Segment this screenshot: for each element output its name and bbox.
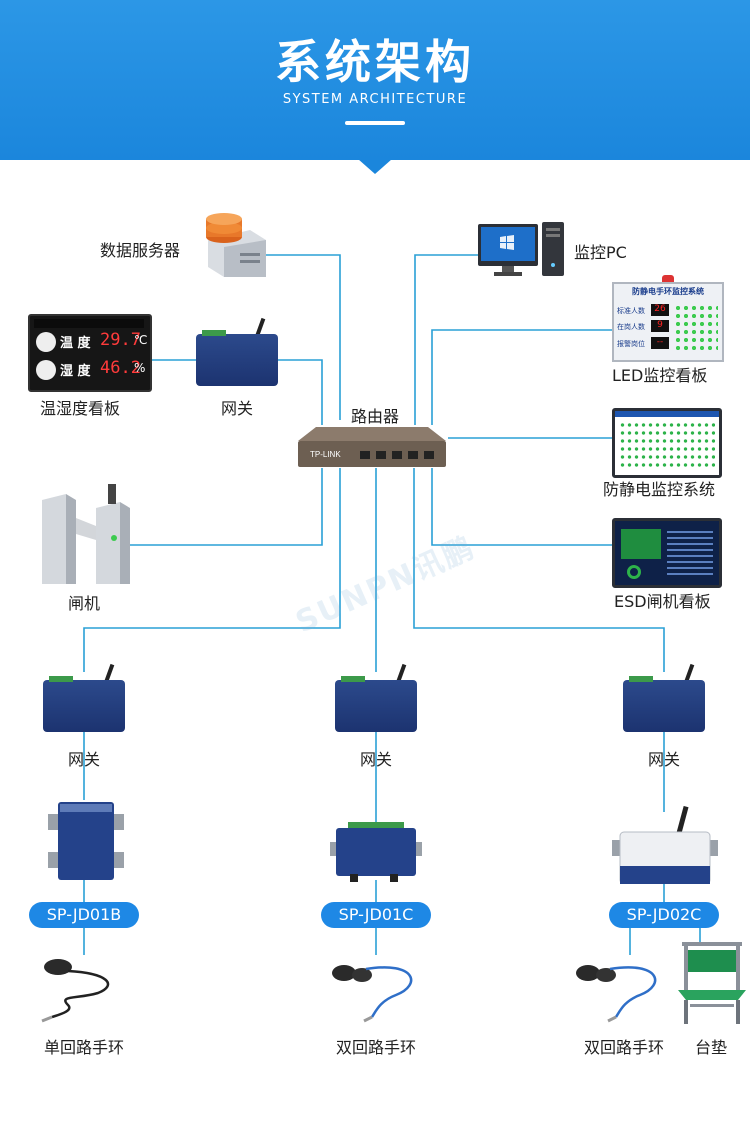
wire-gateway-top bbox=[278, 359, 323, 425]
terminal-2c-device bbox=[612, 806, 718, 884]
led-row1-value: 26 bbox=[651, 304, 669, 316]
label-monitor-pc: 监控PC bbox=[574, 243, 627, 262]
model-pill-sp-jd02c: SP-JD02C bbox=[609, 902, 719, 928]
led-row2-label: 在岗人数 bbox=[617, 323, 645, 331]
led-indicator-grid bbox=[674, 304, 718, 352]
humidity-row1-label: 温 度 bbox=[60, 336, 91, 351]
label-gateway-top: 网关 bbox=[220, 399, 254, 418]
wire-esd-gate bbox=[431, 468, 612, 546]
led-row3-label: 报警岗位 bbox=[617, 340, 645, 348]
page-title: 系统架构 bbox=[275, 35, 475, 89]
label-led-board: LED监控看板 bbox=[612, 366, 708, 385]
label-turnstile: 闸机 bbox=[67, 594, 101, 613]
label-esd-system: 防静电监控系统 bbox=[603, 480, 716, 499]
router-device: TP-LINK bbox=[298, 427, 446, 467]
label-gateway-mid: 网关 bbox=[359, 750, 393, 769]
humidity-hum-value: 46.2 bbox=[100, 358, 141, 378]
data-server-icon bbox=[206, 213, 266, 277]
monitor-pc-icon bbox=[478, 222, 564, 276]
led-row3-value: -- bbox=[651, 337, 669, 349]
humidity-board: 温 度 29.7 ℃ 湿 度 46.2 % bbox=[28, 314, 152, 392]
humidity-row2-label: 湿 度 bbox=[60, 364, 91, 379]
wire-data-server bbox=[262, 254, 341, 420]
header-banner bbox=[0, 0, 750, 160]
humidity-hum-unit: % bbox=[134, 361, 146, 375]
terminal-c-device bbox=[330, 822, 422, 882]
label-dual-strap-right: 双回路手环 bbox=[583, 1038, 665, 1057]
title-underline bbox=[345, 121, 405, 125]
label-router: 路由器 bbox=[350, 407, 400, 426]
esd-system-screen bbox=[612, 408, 722, 478]
led-row1-label: 标准人数 bbox=[617, 307, 645, 315]
gateway-mid-device bbox=[335, 663, 417, 734]
label-humidity-board: 温湿度看板 bbox=[40, 399, 121, 418]
humidity-temp-unit: ℃ bbox=[134, 333, 148, 347]
led-title: 防静电手环监控系统 bbox=[632, 287, 704, 296]
single-strap-icon bbox=[41, 959, 110, 1023]
label-single-strap: 单回路手环 bbox=[43, 1038, 125, 1057]
label-esd-gate-board: ESD闸机看板 bbox=[614, 592, 711, 611]
esd-status-grid bbox=[619, 421, 715, 469]
wire-gateway-right bbox=[413, 468, 665, 672]
model-pill-sp-jd01c: SP-JD01C bbox=[321, 902, 431, 928]
wire-gateway-left bbox=[83, 468, 341, 672]
led-row2-value: 9 bbox=[651, 320, 669, 332]
esd-gate-screen bbox=[612, 518, 722, 588]
wire-turnstile bbox=[130, 468, 323, 546]
model-pill-sp-jd01b: SP-JD01B bbox=[29, 902, 139, 928]
header-notch bbox=[358, 159, 392, 174]
label-gateway-left: 网关 bbox=[67, 750, 101, 769]
label-data-server: 数据服务器 bbox=[100, 241, 181, 260]
label-bench-mat: 台垫 bbox=[694, 1038, 728, 1057]
gateway-left-device bbox=[43, 663, 125, 734]
wire-led bbox=[431, 329, 612, 425]
turnstile-device bbox=[42, 484, 130, 584]
label-dual-strap-mid: 双回路手环 bbox=[335, 1038, 417, 1057]
gateway-right-device bbox=[623, 663, 705, 734]
humidity-temp-value: 29.7 bbox=[100, 330, 141, 350]
page-subtitle: SYSTEM ARCHITECTURE bbox=[282, 92, 468, 107]
dual-strap-mid-icon bbox=[332, 965, 413, 1023]
router-brand: TP-LINK bbox=[310, 450, 341, 459]
gateway-top-device bbox=[196, 317, 278, 388]
terminal-b-device bbox=[48, 802, 124, 880]
dual-strap-right-icon bbox=[576, 965, 657, 1023]
wire-monitor-pc bbox=[414, 254, 478, 425]
led-board: 防静电手环监控系统 标准人数 26 在岗人数 9 报警岗位 -- bbox=[612, 275, 724, 362]
label-gateway-right: 网关 bbox=[647, 750, 681, 769]
bench-mat-icon bbox=[678, 942, 746, 1024]
